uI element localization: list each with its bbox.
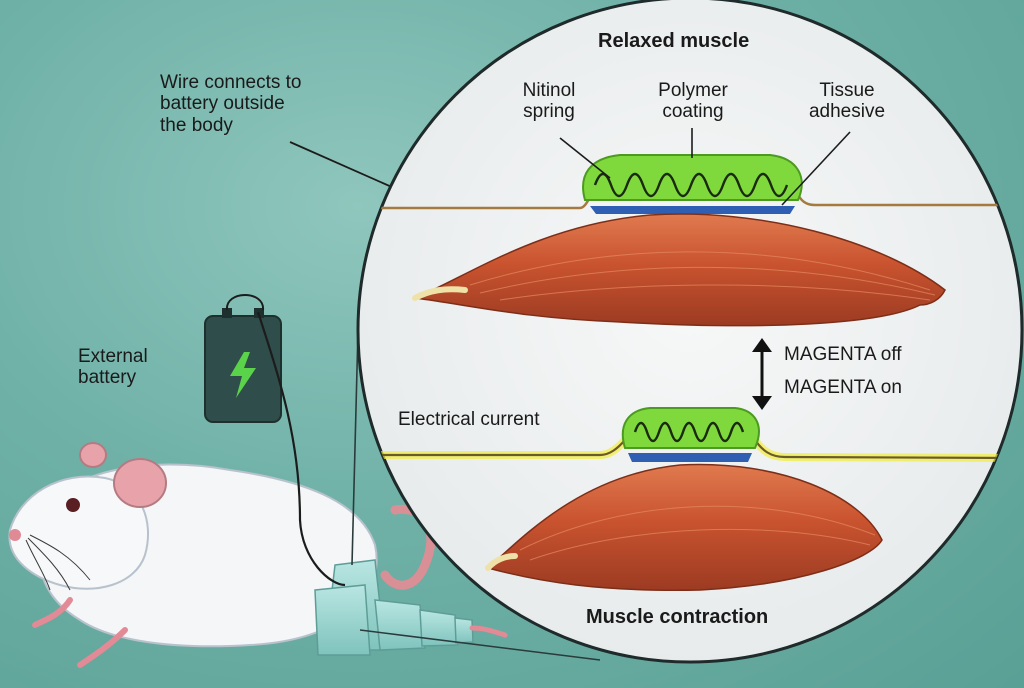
wire-label-line: Wire connects to — [160, 72, 302, 93]
relaxed-muscle-title: Relaxed muscle — [598, 30, 750, 52]
rat-paw — [32, 597, 73, 628]
double-arrow-icon — [752, 338, 772, 410]
lightning-bolt-icon — [230, 352, 256, 398]
wire-label-line: battery outside — [160, 93, 285, 115]
battery-wire — [256, 311, 346, 587]
polymer-label: Polymer coating — [638, 80, 748, 123]
inset-circle — [356, 0, 1024, 664]
relaxed-muscle — [412, 213, 946, 327]
adhesive-pointer — [781, 131, 851, 206]
nitinol-label-line: Nitinol — [522, 80, 576, 101]
rat-ear — [113, 458, 167, 508]
rat-head — [8, 475, 150, 590]
adhesive-label-line: Tissue — [819, 80, 875, 101]
rat-paw — [77, 627, 128, 668]
rat-nose — [9, 529, 21, 541]
muscle-contraction-title: Muscle contraction — [586, 606, 769, 628]
battery-label-line: External — [78, 346, 148, 367]
polymer-label-line: Polymer — [658, 80, 728, 101]
polymer-label-line: coating — [662, 101, 724, 123]
nitinol-spring — [593, 172, 789, 198]
rat-whiskers — [25, 534, 91, 591]
magnifier-line — [351, 329, 359, 566]
polymer-coating — [582, 154, 803, 201]
adhesive-label: Tissue adhesive — [792, 80, 902, 123]
rat-illustration — [8, 442, 508, 668]
polymer-coating — [621, 407, 760, 449]
adhesive-label-line: adhesive — [808, 101, 886, 123]
rat-eye — [66, 498, 80, 512]
contracted-muscle — [486, 463, 883, 591]
nitinol-label: Nitinol spring — [504, 80, 594, 123]
magenta-off-label: MAGENTA off — [784, 344, 902, 365]
battery-label-line: battery — [78, 367, 137, 389]
nitinol-spring — [633, 421, 745, 443]
tissue-adhesive-layer — [590, 206, 795, 214]
nitinol-label-line: spring — [523, 101, 575, 123]
magnifier-line — [359, 629, 601, 661]
wire-label: Wire connects to battery outside the bod… — [160, 72, 302, 136]
tissue-adhesive-layer — [628, 453, 752, 462]
rat-ear — [79, 442, 107, 468]
electrical-current-label: Electrical current — [398, 409, 540, 430]
leg-bandage — [314, 559, 474, 656]
rat-hind-paw — [469, 625, 508, 638]
nitinol-pointer — [559, 137, 611, 179]
external-battery — [204, 294, 346, 587]
magenta-on-label: MAGENTA on — [784, 377, 902, 398]
wire-label-line: the body — [160, 114, 233, 136]
battery-label: External battery — [78, 346, 148, 389]
